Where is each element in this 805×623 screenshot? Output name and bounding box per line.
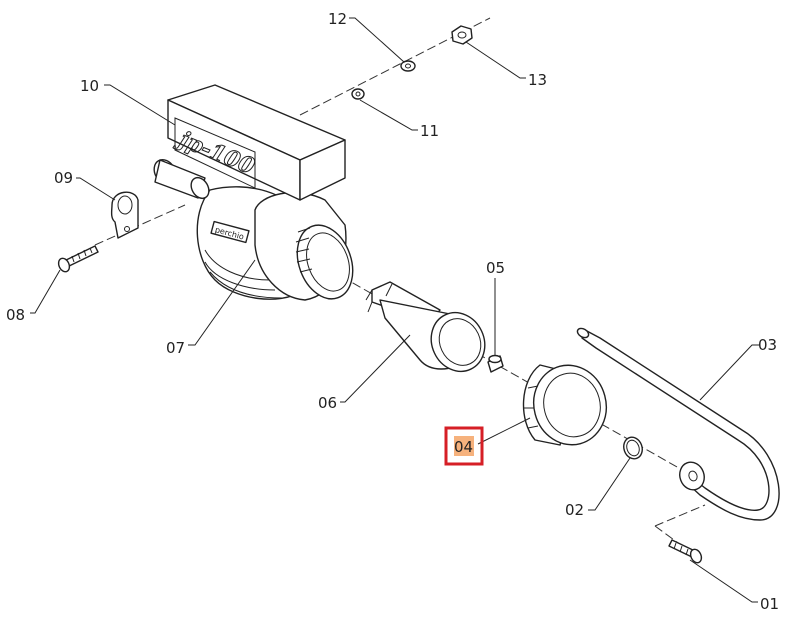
part-08-screw (57, 245, 99, 273)
part-10-display-head: jp-100 (153, 84, 346, 201)
part-13-nut (451, 25, 473, 45)
callout-02: 02 (565, 501, 584, 519)
part-07-body: perchio (196, 186, 354, 301)
part-01-screw (668, 539, 703, 564)
callout-01: 01 (760, 595, 779, 613)
part-04-ring-nut (522, 364, 607, 446)
callout-03: 03 (758, 336, 777, 354)
callout-08: 08 (6, 306, 25, 324)
leader-01 (689, 559, 758, 603)
leader-03 (699, 344, 760, 401)
callout-07: 07 (166, 339, 185, 357)
callout-12: 12 (328, 10, 347, 28)
callout-04: 04 (454, 438, 473, 456)
part-11-washer (351, 88, 365, 100)
leader-08 (30, 269, 61, 314)
leader-04 (477, 417, 531, 445)
leader-10 (104, 84, 176, 126)
axis-clip (94, 204, 186, 246)
part-03-tube (576, 327, 780, 521)
callout-09: 09 (54, 169, 73, 187)
callout-10: 10 (80, 77, 99, 95)
part-06-cartridge (365, 281, 486, 373)
leader-06 (340, 334, 411, 403)
leader-07 (188, 259, 256, 346)
part-12-washer (400, 60, 416, 72)
part-05-pin (487, 354, 504, 373)
callout-06: 06 (318, 394, 337, 412)
callout-05: 05 (486, 259, 505, 277)
callout-13: 13 (528, 71, 547, 89)
axis-screw (654, 504, 706, 527)
leader-11 (359, 99, 418, 131)
part-02-o-ring (623, 436, 643, 460)
part-09-clip (110, 191, 139, 239)
highlight-fill (454, 436, 474, 456)
callout-04-highlight[interactable]: 04 (444, 426, 484, 466)
leader-02 (588, 457, 631, 511)
leader-12 (349, 17, 405, 63)
callout-11: 11 (420, 122, 439, 140)
leader-13 (465, 41, 526, 79)
highlight-box (444, 426, 484, 466)
leader-09 (76, 177, 116, 201)
